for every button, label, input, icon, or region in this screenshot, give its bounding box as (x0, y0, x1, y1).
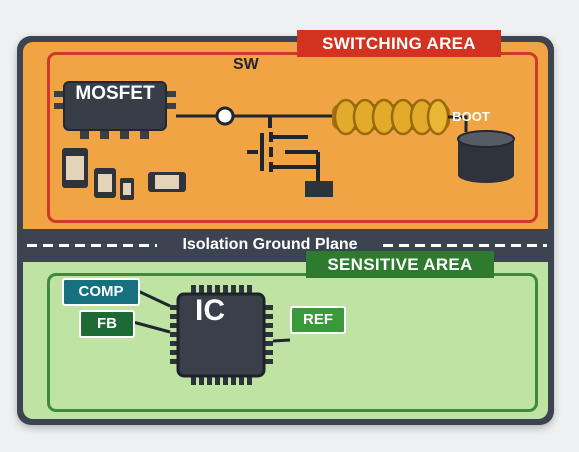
isolation-ground-plane-label: Isolation Ground Plane (182, 236, 358, 253)
boot-capacitor (457, 130, 515, 183)
switching-area-label: SWITCHING AREA (297, 30, 501, 57)
sw-node (215, 106, 235, 126)
ic-chip (176, 292, 266, 378)
sensitive-area-label: SENSITIVE AREA (306, 251, 494, 278)
mosfet-label: MOSFET (75, 83, 155, 104)
transistor-symbol (247, 116, 320, 182)
fb-trace (132, 320, 171, 334)
switching-area-border (47, 52, 538, 223)
ic-label: IC (195, 294, 225, 327)
ground-pad (305, 181, 333, 197)
ref-trace (272, 338, 291, 343)
ground-plane-dash-right (383, 244, 547, 247)
ref-pin-label: REF (290, 306, 346, 334)
mosfet-chip (63, 81, 167, 131)
inductor-coil (332, 98, 450, 136)
sensitive-area-border (47, 273, 538, 412)
fb-pin-label: FB (79, 310, 135, 338)
ground-plane-dash-left (27, 244, 157, 247)
ic-pins (170, 285, 273, 385)
mosfet-pins (54, 91, 176, 139)
comp-pin-label: COMP (62, 278, 140, 306)
comp-trace (137, 289, 171, 308)
smd-components (62, 148, 186, 200)
inductor-to-boot-trace (448, 115, 468, 132)
boot-label: BOOT (452, 109, 490, 124)
sw-node-label: SW (233, 56, 259, 73)
